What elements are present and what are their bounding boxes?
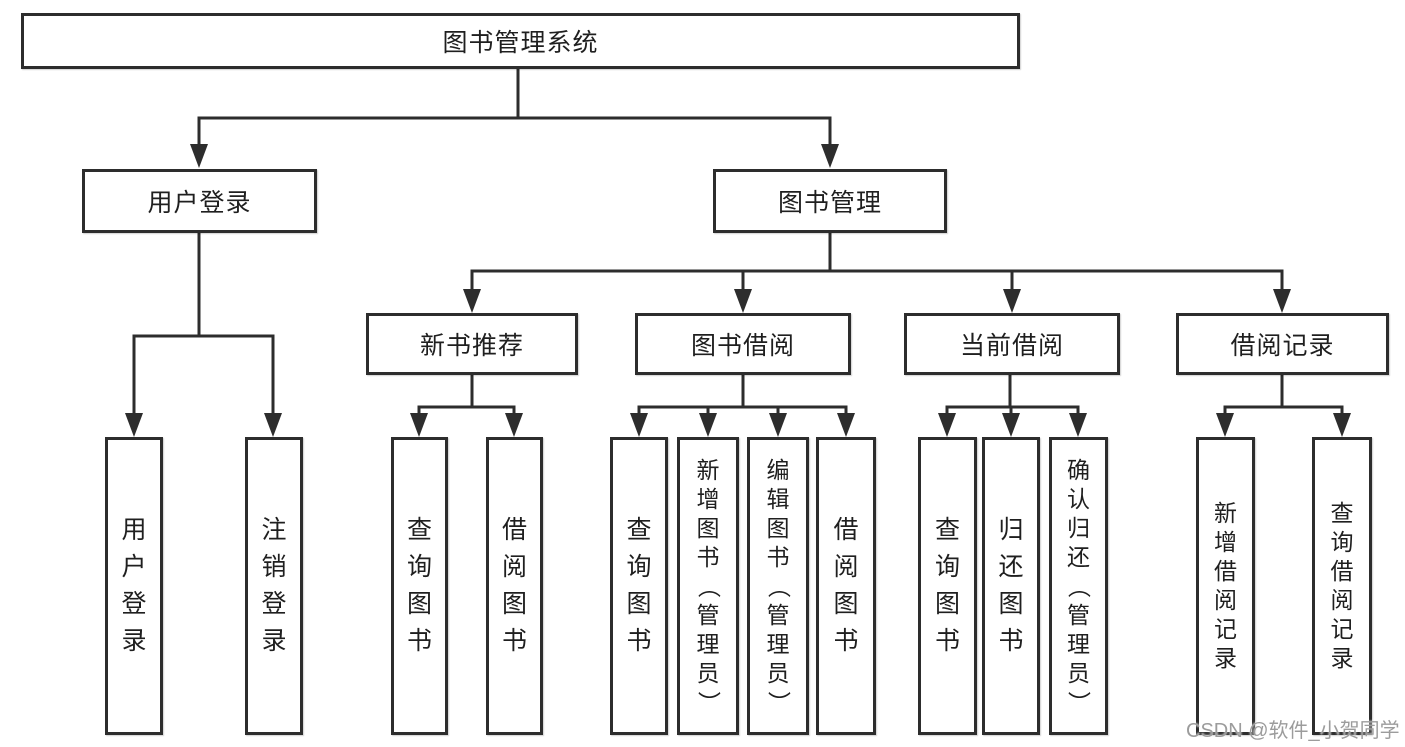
leaf-return-book-label: 归还图书: [998, 516, 1024, 655]
leaf-logout-label: 注销登录: [261, 516, 287, 655]
connector-current-borrow-to-leaves: [938, 375, 1087, 437]
leaf-edit-book-admin: 编辑图书（管理员）: [747, 437, 809, 735]
leaf-query-books-current: 查询图书: [918, 437, 977, 735]
connector-book-borrow-to-leaves: [630, 375, 855, 437]
leaf-user-login-label: 用户登录: [121, 516, 147, 655]
leaf-query-books-borrow-label: 查询图书: [626, 516, 652, 655]
connector-root-to-level2: [190, 69, 839, 168]
node-new-book-recommend-label: 新书推荐: [419, 332, 524, 360]
leaf-return-book: 归还图书: [982, 437, 1040, 735]
leaf-add-borrow-record-label: 新增借阅记录: [1214, 500, 1237, 671]
leaf-query-books-borrow: 查询图书: [610, 437, 668, 735]
connector-user-login-to-leaves: [125, 233, 282, 437]
leaf-confirm-return-admin-label: 确认归还（管理员）: [1066, 456, 1092, 714]
csdn-watermark: CSDN @软件_小贺同学: [1186, 720, 1400, 742]
connector-new-book-to-leaves: [410, 375, 523, 437]
leaf-confirm-return-admin: 确认归还（管理员）: [1049, 437, 1108, 735]
node-borrow-records-label: 借阅记录: [1230, 332, 1335, 360]
leaf-borrow-books-label: 借阅图书: [833, 516, 859, 655]
node-current-borrow: 当前借阅: [904, 313, 1120, 375]
node-book-management: 图书管理: [713, 169, 947, 233]
connector-borrow-records-to-leaves: [1216, 375, 1351, 437]
leaf-edit-book-admin-label: 编辑图书（管理员）: [765, 456, 792, 714]
leaf-borrow-books-recommend: 借阅图书: [486, 437, 543, 735]
leaf-query-books-current-label: 查询图书: [934, 516, 960, 655]
leaf-add-borrow-record: 新增借阅记录: [1196, 437, 1255, 735]
node-root-label: 图书管理系统: [442, 29, 599, 57]
leaf-query-books-recommend: 查询图书: [391, 437, 448, 735]
leaf-add-book-admin-label: 新增图书（管理员）: [695, 456, 722, 714]
node-book-borrow-label: 图书借阅: [690, 332, 795, 360]
leaf-logout: 注销登录: [245, 437, 303, 735]
node-new-book-recommend: 新书推荐: [366, 313, 578, 375]
leaf-borrow-books-recommend-label: 借阅图书: [501, 516, 527, 655]
leaf-borrow-books: 借阅图书: [816, 437, 876, 735]
connector-book-management-to-level3: [463, 233, 1291, 313]
node-current-borrow-label: 当前借阅: [959, 332, 1064, 360]
leaf-user-login: 用户登录: [105, 437, 163, 735]
leaf-query-borrow-record-label: 查询借阅记录: [1330, 500, 1354, 671]
node-user-login-label: 用户登录: [147, 189, 252, 217]
leaf-query-borrow-record: 查询借阅记录: [1312, 437, 1372, 735]
node-borrow-records: 借阅记录: [1176, 313, 1389, 375]
node-book-management-label: 图书管理: [777, 189, 882, 217]
leaf-add-book-admin: 新增图书（管理员）: [677, 437, 739, 735]
node-user-login: 用户登录: [82, 169, 317, 233]
leaf-query-books-recommend-label: 查询图书: [406, 516, 432, 655]
node-root: 图书管理系统: [21, 13, 1020, 69]
node-book-borrow: 图书借阅: [635, 313, 851, 375]
